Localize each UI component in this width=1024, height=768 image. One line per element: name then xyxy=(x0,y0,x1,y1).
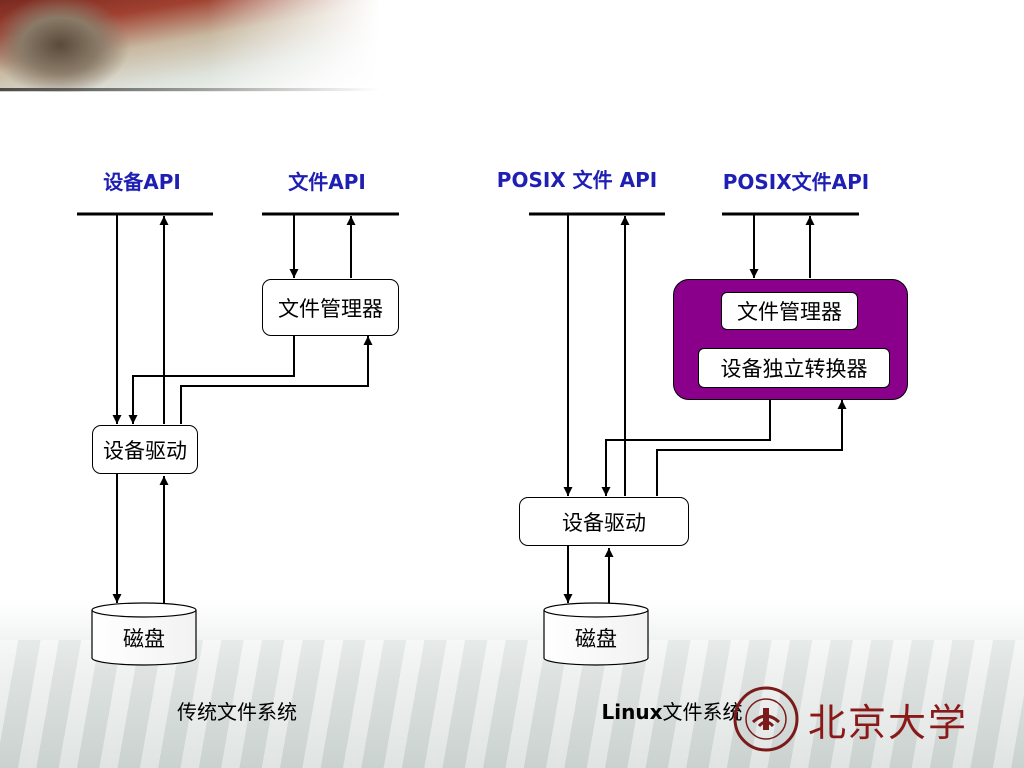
pku-wordmark: 北京大学 xyxy=(808,701,969,745)
right-driver-to-converter-arrow xyxy=(656,400,847,496)
right-device-driver-box: 设备驱动 xyxy=(519,497,689,546)
left-caption: 传统文件系统 xyxy=(177,700,297,724)
left-device-driver-box: 设备驱动 xyxy=(92,425,198,474)
right-converter-box: 设备独立转换器 xyxy=(698,348,890,388)
left-driver-to-manager-arrow xyxy=(180,336,373,424)
left-manager-to-driver-arrow xyxy=(128,336,295,424)
right-caption-bold: Linux xyxy=(601,700,663,724)
right-posix-api-label-1: POSIX 文件 API xyxy=(496,168,658,192)
right-disk-cylinder xyxy=(543,602,649,666)
left-disk-cylinder xyxy=(91,602,197,666)
left-file-manager-box: 文件管理器 xyxy=(262,279,399,336)
right-disk-label: 磁盘 xyxy=(575,627,617,651)
right-caption-rest: 文件系统 xyxy=(662,700,743,724)
left-file-api-label: 文件API xyxy=(288,170,366,194)
right-file-manager-box: 文件管理器 xyxy=(721,292,858,330)
left-device-api-label: 设备API xyxy=(103,170,181,194)
right-posix-api-label-2: POSIX文件API xyxy=(722,170,870,194)
pku-seal-logo xyxy=(733,686,799,752)
right-caption: Linux文件系统 xyxy=(602,702,743,722)
header-rule xyxy=(0,88,380,91)
header-photo xyxy=(0,0,380,92)
left-disk-label: 磁盘 xyxy=(123,627,165,651)
right-converter-to-driver-arrow xyxy=(601,400,771,496)
